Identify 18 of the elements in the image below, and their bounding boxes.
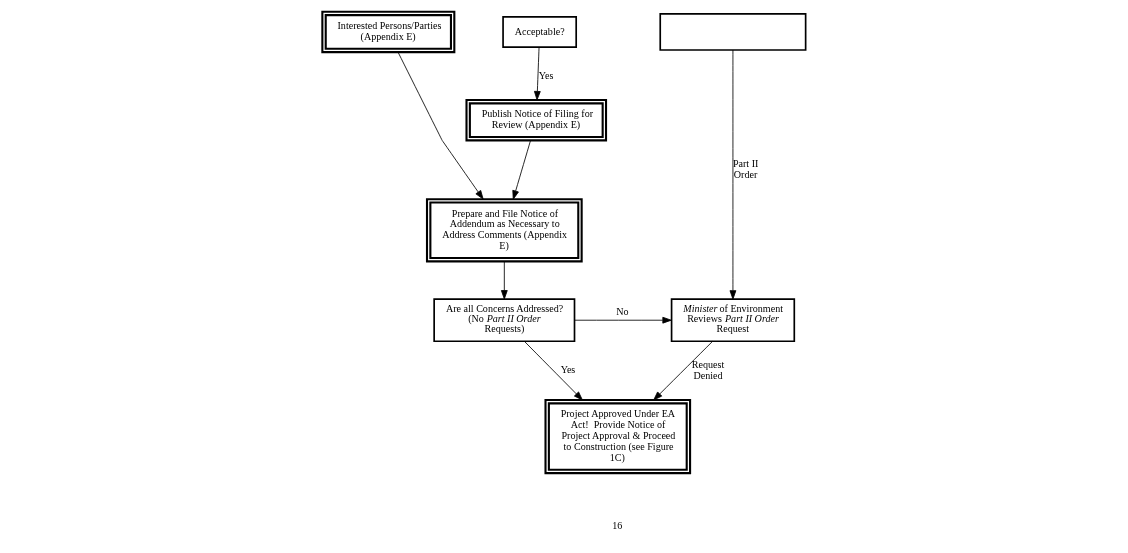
edge-label: Yes [538, 69, 554, 81]
edge-label: Part II Order [732, 157, 759, 180]
label: 16 [612, 519, 623, 531]
node-box: Minister of Environment Reviews Part II Order Request [670, 298, 796, 343]
node-box [659, 13, 807, 51]
node-box: Acceptable? [502, 15, 578, 48]
arrow [653, 340, 714, 401]
arrow [534, 46, 541, 101]
edge-label: No [616, 305, 629, 317]
arrow [500, 261, 508, 300]
arrow [397, 51, 484, 200]
arrow [512, 139, 531, 200]
edge-label: Yes [560, 364, 576, 376]
node-box: Are all Concerns Addressed? (No Part II Order Requests) [433, 298, 576, 343]
arrow [574, 316, 672, 324]
arrow [523, 340, 583, 401]
arrow [729, 49, 737, 300]
edge-label: Request Denied [691, 358, 725, 381]
